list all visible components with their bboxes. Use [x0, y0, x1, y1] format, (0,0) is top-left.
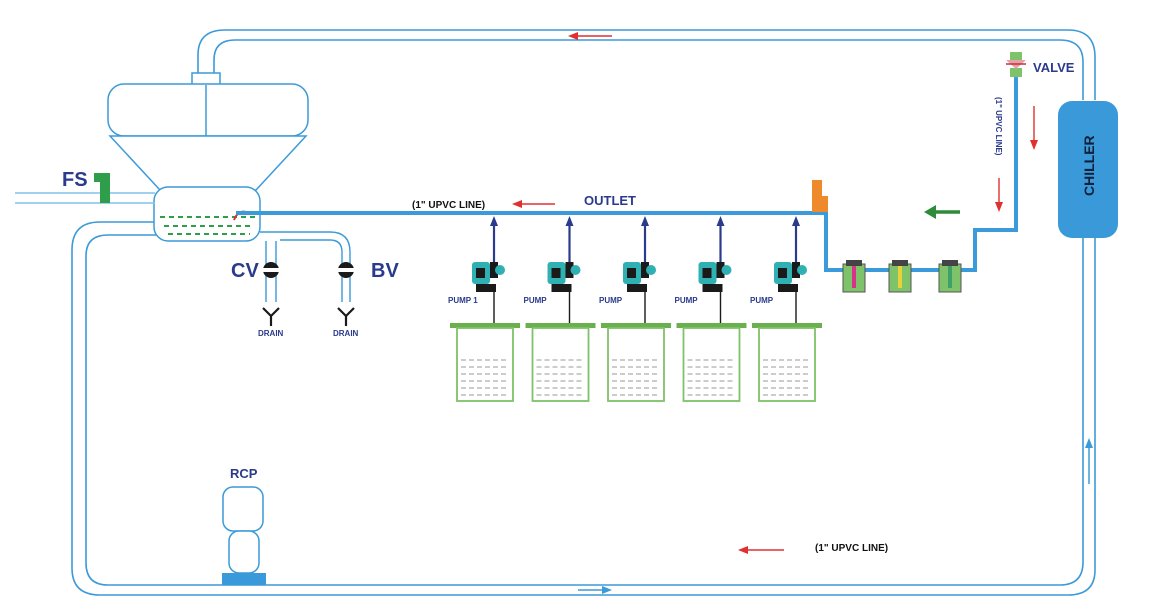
chiller-feed-arrows	[995, 106, 1038, 212]
pump-icon	[547, 262, 581, 292]
chemical-tank	[450, 323, 520, 402]
bv-label: BV	[371, 260, 399, 282]
outlet-label: OUTLET	[584, 193, 636, 208]
chemical-tank	[601, 323, 671, 402]
vertical-upvc-label: (1" UPVC LINE)	[994, 97, 1003, 156]
pump-icon	[698, 262, 732, 292]
pump-station: PUMP	[675, 216, 747, 402]
outlet-upvc-label: (1" UPVC LINE)	[412, 200, 485, 211]
chemical-tank	[752, 323, 822, 402]
flow-switch-icon	[94, 173, 110, 203]
outer-return-loop	[71, 29, 1096, 596]
pump-station: PUMP	[599, 216, 671, 402]
green-flow-arrow	[924, 205, 960, 219]
top-flow-arrow	[568, 32, 612, 40]
fs-inlet: FS	[15, 169, 155, 204]
orange-fitting-icon	[812, 180, 828, 212]
riser-arrow-icon	[565, 216, 574, 226]
drain-y-symbols	[262, 307, 355, 326]
right-return-arrow	[1085, 438, 1093, 484]
pump-label: PUMP	[675, 296, 699, 305]
riser-arrow-icon	[641, 216, 649, 226]
fs-label: FS	[62, 169, 88, 191]
bottom-flow-arrow	[738, 546, 784, 554]
chemical-tank	[525, 323, 596, 402]
bv-valve-icon	[337, 262, 355, 278]
riser-arrow-icon	[490, 216, 498, 226]
pump-icon	[472, 262, 505, 292]
chiller-label: CHILLER	[1081, 135, 1097, 196]
pump-station: PUMP 1	[448, 216, 520, 402]
bv-drain-label: DRAIN	[333, 329, 359, 338]
cv-valve-icon	[262, 262, 280, 278]
filter-2	[888, 260, 912, 293]
riser-arrow-icon	[792, 216, 800, 226]
bottom-upvc-label: (1" UPVC LINE)	[815, 543, 888, 554]
filter-3	[938, 260, 962, 293]
pump-station: PUMP	[524, 216, 596, 402]
pump-stations: PUMP 1 PUMP PUMP PUMP PUMP	[448, 216, 822, 402]
pump-label: PUMP	[524, 296, 548, 305]
pump-label: PUMP 1	[448, 296, 478, 305]
riser-arrow-icon	[716, 216, 725, 226]
valve-label: VALVE	[1033, 60, 1075, 75]
rcp-pump	[222, 486, 266, 585]
cv-drain-label: DRAIN	[258, 329, 284, 338]
pump-icon	[623, 262, 656, 292]
pump-label: PUMP	[750, 296, 774, 305]
pump-label: PUMP	[599, 296, 623, 305]
valve-icon	[1006, 52, 1026, 77]
filter-1	[842, 260, 866, 293]
outlet-flow-arrow	[512, 200, 555, 208]
outlet-line	[236, 75, 1018, 272]
rcp-label: RCP	[230, 466, 258, 481]
chiller	[1058, 101, 1118, 238]
pump-station: PUMP	[750, 216, 822, 402]
cv-label: CV	[231, 260, 259, 282]
pump-icon	[774, 262, 807, 292]
bottom-return-arrow	[578, 586, 612, 594]
reservoir	[107, 72, 309, 242]
chemical-tank	[676, 323, 747, 402]
